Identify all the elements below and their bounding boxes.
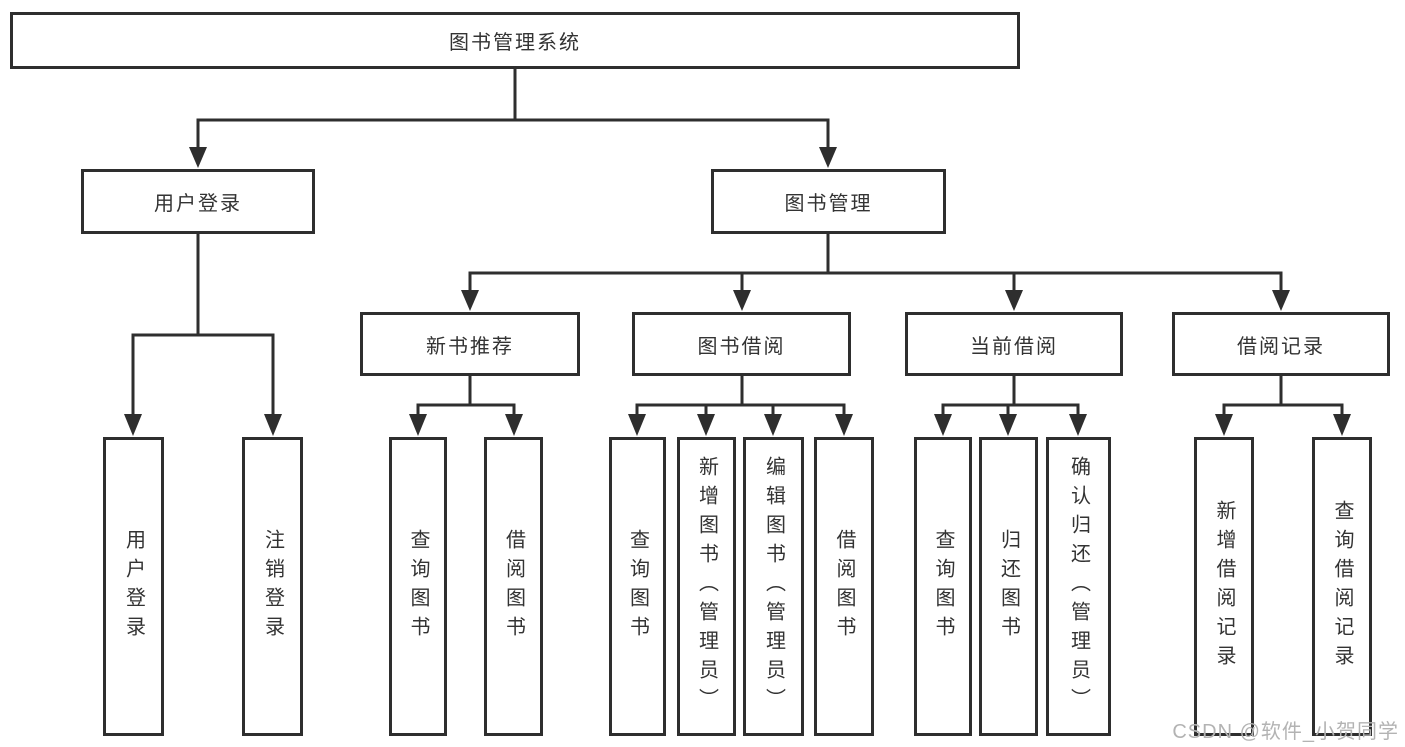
leaf-return-books: 归还图书	[979, 437, 1038, 736]
leaf-label: 查询图书	[932, 528, 954, 645]
leaf-query-books-borrow: 查询图书	[609, 437, 666, 736]
node-new-book-recommend: 新书推荐	[360, 312, 580, 376]
leaf-query-books-current: 查询图书	[914, 437, 972, 736]
node-user-login: 用户登录	[81, 169, 315, 234]
node-label: 用户登录	[154, 193, 242, 215]
leaf-borrow-books: 借阅图书	[814, 437, 874, 736]
leaf-label: 新增图书（管理员）	[695, 456, 718, 717]
arrowhead-d3	[1069, 414, 1087, 436]
arrowhead-d2	[999, 414, 1017, 436]
arrowhead-c3	[764, 414, 782, 436]
arrowhead-b1	[409, 414, 427, 436]
node-current-borrow: 当前借阅	[905, 312, 1123, 376]
leaf-label: 归还图书	[997, 528, 1020, 645]
leaf-label: 查询图书	[407, 528, 429, 645]
node-label: 图书管理	[784, 193, 873, 215]
arrowhead-c1	[628, 414, 646, 436]
node-book-borrow: 图书借阅	[632, 312, 851, 376]
leaf-label: 用户登录	[122, 528, 145, 645]
node-label: 当前借阅	[970, 335, 1058, 358]
node-borrow-records: 借阅记录	[1172, 312, 1390, 376]
leaf-add-borrow-record: 新增借阅记录	[1194, 437, 1254, 736]
leaf-label: 查询借阅记录	[1331, 499, 1353, 674]
leaf-confirm-return-admin: 确认归还（管理员）	[1046, 437, 1111, 736]
csdn-watermark: CSDN @软件_小贺同学	[1172, 721, 1399, 743]
leaf-label: 确认归还（管理员）	[1067, 456, 1090, 717]
arrowhead-c4	[835, 414, 853, 436]
leaf-label: 借阅图书	[502, 528, 525, 645]
node-label: 借阅记录	[1237, 335, 1325, 358]
node-label: 图书管理系统	[449, 32, 581, 54]
arrowhead-a2	[264, 414, 282, 436]
arrowhead-l3b	[733, 290, 751, 311]
node-label: 新书推荐	[426, 335, 514, 358]
arrowhead-e2	[1333, 414, 1351, 436]
arrowhead-l3a	[461, 290, 479, 311]
node-label: 图书借阅	[697, 335, 786, 358]
arrowhead-l2a	[189, 147, 207, 168]
leaf-label: 注销登录	[261, 528, 284, 645]
node-system-root: 图书管理系统	[10, 12, 1020, 69]
leaf-label: 查询图书	[626, 528, 649, 645]
arrowhead-b2	[505, 414, 523, 436]
arrowhead-l3c	[1005, 290, 1023, 311]
arrowhead-e1	[1215, 414, 1233, 436]
leaf-label: 编辑图书（管理员）	[762, 456, 785, 717]
arrowhead-a1	[124, 414, 142, 436]
leaf-add-books-admin: 新增图书（管理员）	[677, 437, 736, 736]
leaf-user-login: 用户登录	[103, 437, 164, 736]
leaf-label: 借阅图书	[833, 528, 855, 645]
leaf-label: 新增借阅记录	[1213, 499, 1235, 674]
leaf-logout: 注销登录	[242, 437, 303, 736]
leaf-edit-books-admin: 编辑图书（管理员）	[743, 437, 804, 736]
node-book-management: 图书管理	[711, 169, 946, 234]
leaf-query-borrow-record: 查询借阅记录	[1312, 437, 1372, 736]
arrowhead-d1	[934, 414, 952, 436]
leaf-query-books-recommend: 查询图书	[389, 437, 447, 736]
arrowhead-l2b	[819, 147, 837, 168]
arrowhead-c2	[697, 414, 715, 436]
arrowhead-l3d	[1272, 290, 1290, 311]
leaf-borrow-books-recommend: 借阅图书	[484, 437, 543, 736]
